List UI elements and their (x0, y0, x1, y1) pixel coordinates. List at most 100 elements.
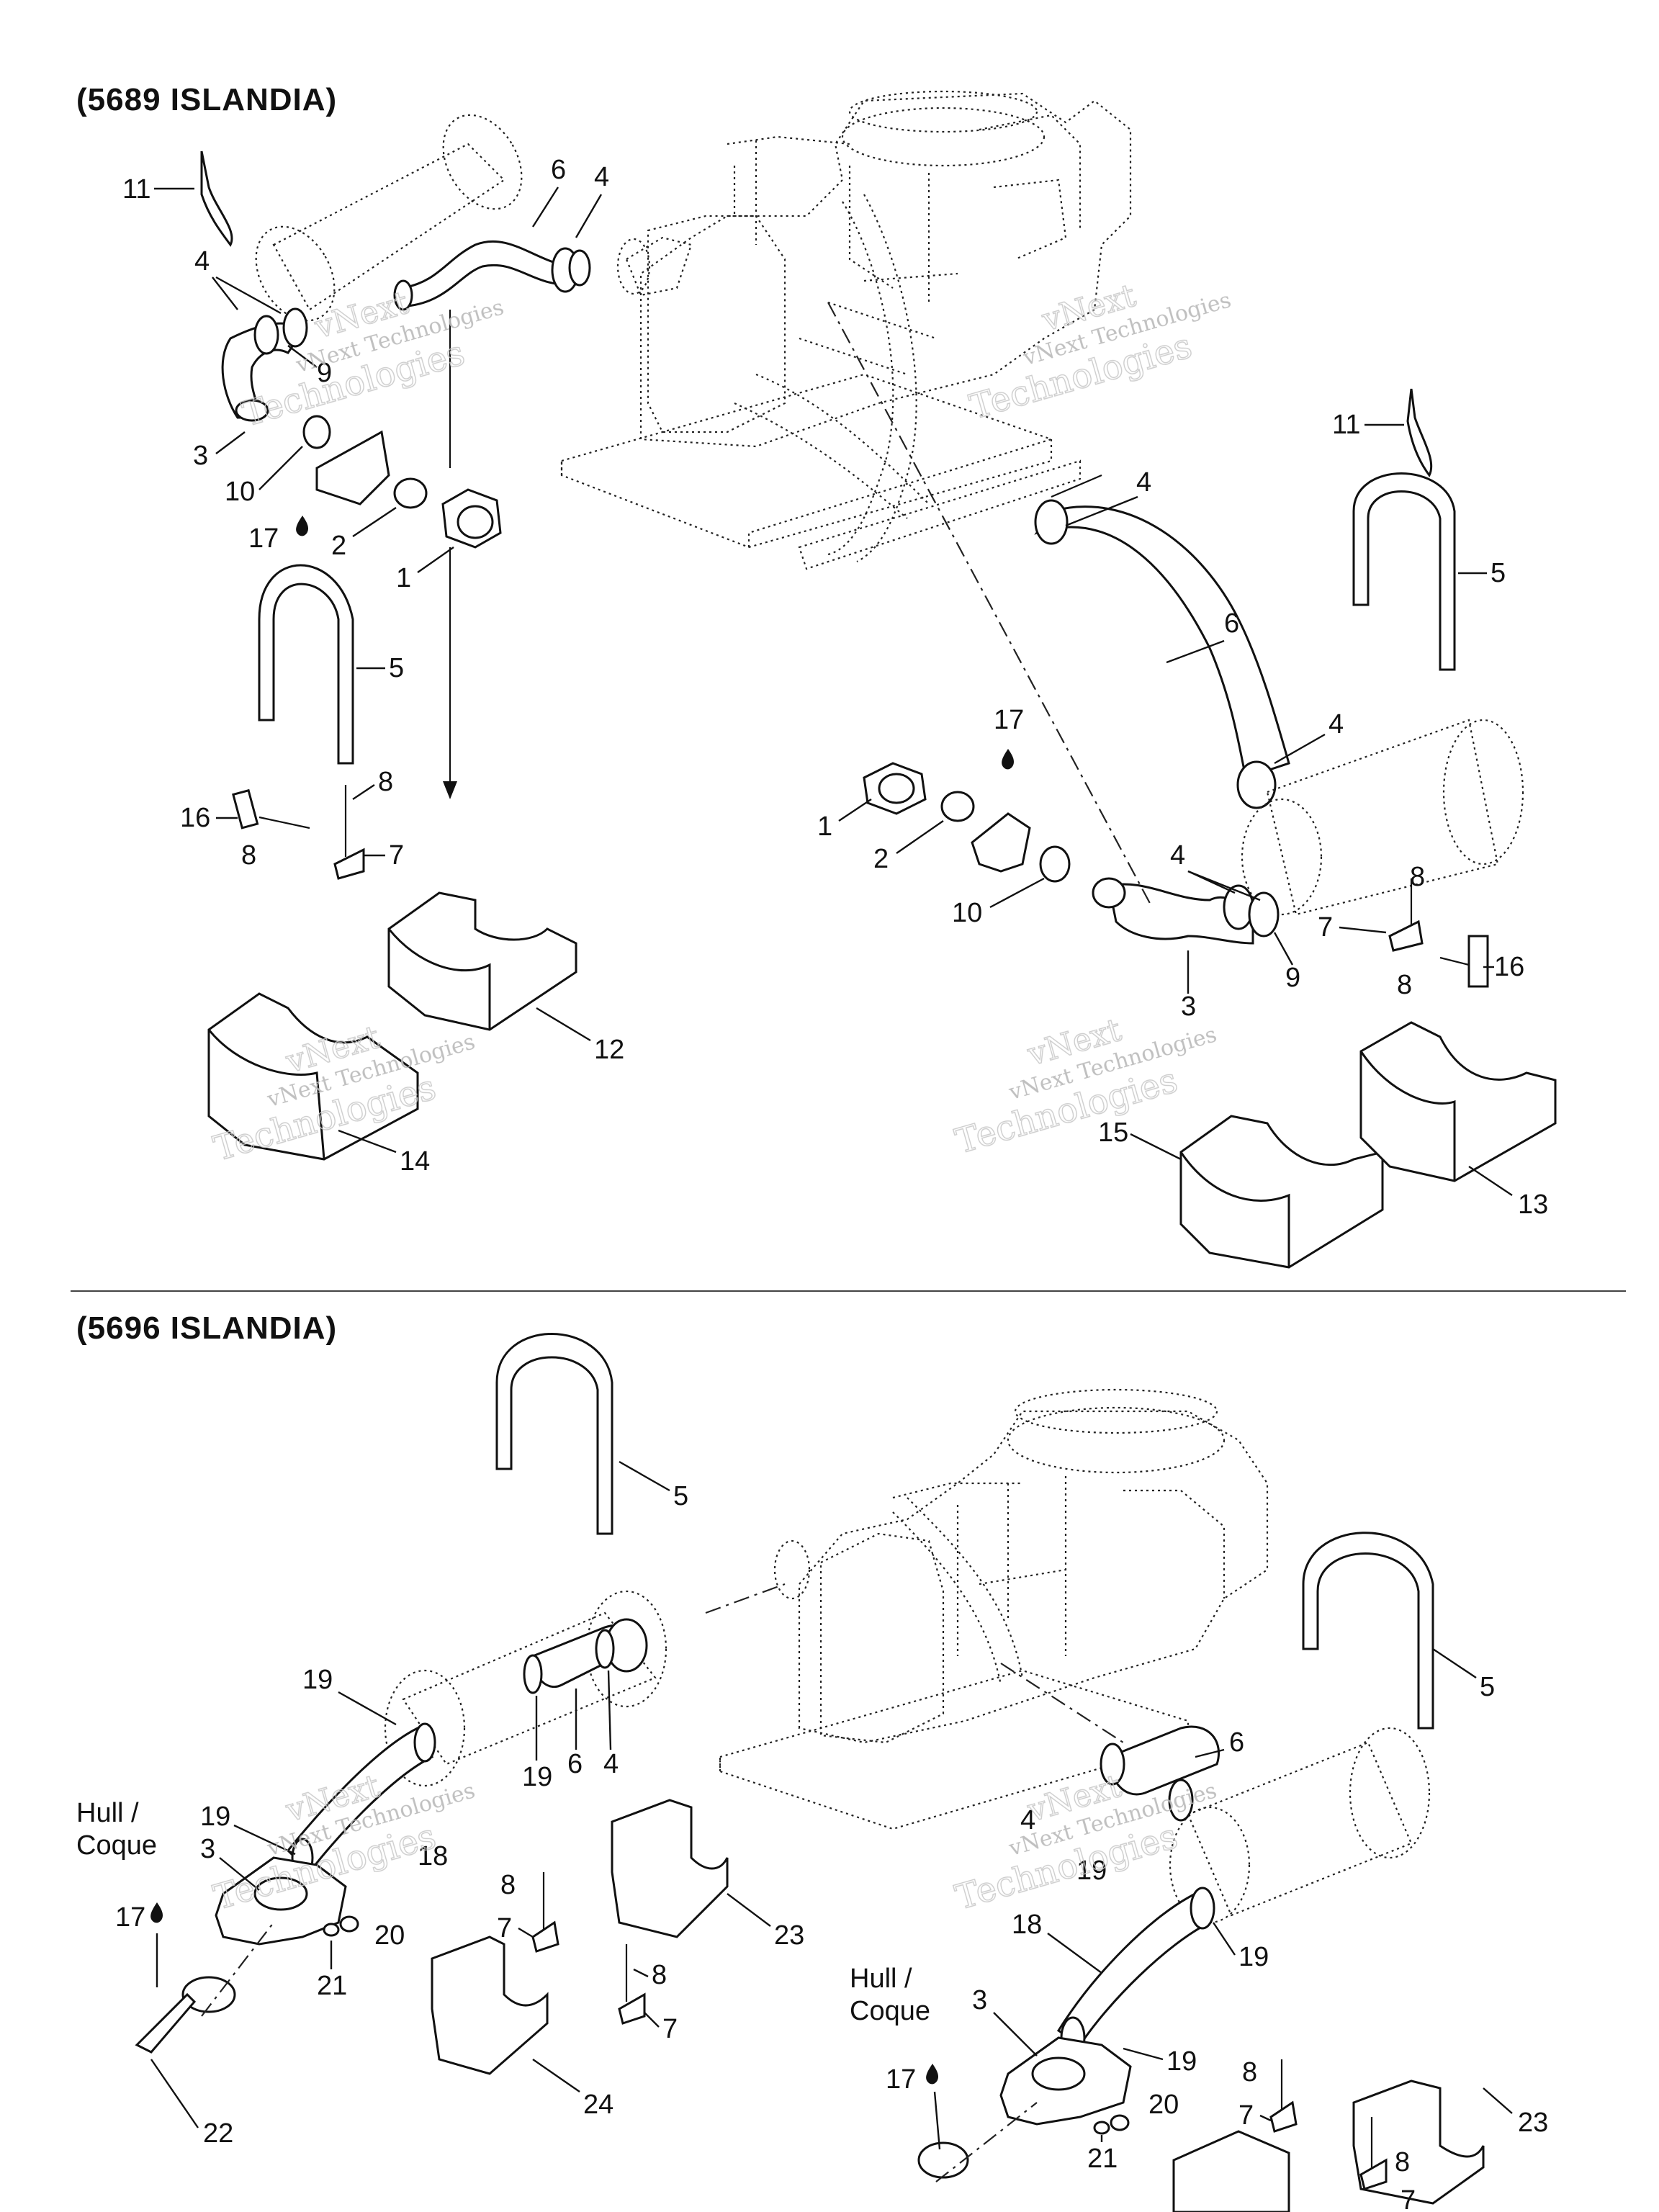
hardware-bottom-right (1269, 2059, 1388, 2190)
nut-1-top-left (441, 488, 502, 549)
section-title-5689: (5689 ISLANDIA) (76, 82, 338, 117)
callout-b-hull-a: Hull / (76, 1798, 139, 1828)
callouts-bottom: 5 19 19 6 4 19 Hull / Coque 3 18 17 20 2… (76, 1460, 1548, 2212)
callout-b-5-a: 5 (673, 1481, 688, 1511)
callout-9-a: 9 (317, 358, 332, 388)
callout-9-b: 9 (1285, 963, 1300, 993)
arrow-head-top (443, 781, 457, 799)
callout-6-a: 6 (551, 155, 566, 185)
callout-b-8-c: 8 (1242, 2057, 1257, 2087)
engine-top (560, 90, 1132, 570)
hose-6-top-left (402, 240, 577, 307)
callout-b-6-a: 6 (567, 1749, 583, 1779)
foam-block-12 (387, 891, 577, 1031)
watermarks: vNext vNext Technologies Technologies vN… (209, 276, 1234, 1918)
callout-b-7-c: 7 (1238, 2100, 1254, 2131)
hardware-bottom-left (531, 1872, 646, 2025)
callout-b-coque-a: Coque (76, 1830, 157, 1861)
nut-1-top-right (863, 762, 927, 815)
callout-14: 14 (400, 1146, 430, 1177)
callout-4-d: 4 (1328, 709, 1344, 739)
ring-10-top-left (302, 415, 331, 449)
clamp-9-top (253, 315, 279, 355)
callout-b-7-a: 7 (497, 1913, 512, 1943)
droplet-icon-4 (926, 2064, 938, 2085)
callout-b-19-c: 19 (200, 1802, 230, 1832)
washer-21-right (1093, 2121, 1110, 2135)
strap-5-top-left (258, 564, 354, 765)
callout-b-18-b: 18 (1012, 1910, 1042, 1940)
callout-10-b: 10 (952, 898, 982, 928)
callout-15: 15 (1098, 1118, 1128, 1148)
callout-b-8-d: 8 (1395, 2147, 1410, 2177)
fitting-3-top (235, 399, 269, 422)
clamp-19-bottom-right-a (1168, 1779, 1194, 1822)
callout-8-c: 8 (1410, 862, 1425, 892)
callout-8-a: 8 (241, 840, 256, 871)
plate-part-top-left (315, 430, 390, 505)
droplet-icon-2 (1002, 749, 1014, 770)
flange-3-opening-right (1031, 2056, 1086, 2091)
callout-b-24: 24 (583, 2090, 613, 2120)
callout-11-a: 11 (122, 174, 150, 204)
callout-4-a: 4 (594, 162, 609, 192)
callout-16-a: 16 (180, 803, 210, 833)
clamp-4-bottom-right-a (1100, 1743, 1125, 1786)
callout-17-b: 17 (994, 705, 1024, 735)
callout-b-7-d: 7 (1401, 2185, 1416, 2212)
callout-7-b: 7 (1318, 912, 1333, 943)
callout-b-5-b: 5 (1480, 1672, 1495, 1702)
callout-b-6-b: 6 (1229, 1727, 1244, 1758)
droplet-icon-3 (150, 1902, 163, 1923)
callout-b-7-b: 7 (662, 2014, 678, 2044)
callout-b-coque-b: Coque (850, 1996, 930, 2026)
muffler-top-left (255, 114, 523, 322)
callout-b-19-b: 19 (522, 1762, 552, 1792)
callout-b-3-b: 3 (972, 1985, 987, 2015)
ring-2-top-left (393, 477, 428, 509)
nut-20-right (1110, 2114, 1130, 2131)
droplet-icon (296, 516, 308, 536)
flange-3-opening-left (253, 1876, 308, 1911)
fitting-3-right (1092, 877, 1126, 909)
screw-22 (135, 1992, 197, 2054)
callout-b-21-a: 21 (317, 1971, 347, 2001)
hardware-top-left (232, 785, 365, 880)
callout-17-a: 17 (248, 523, 279, 554)
callout-3-a: 3 (193, 441, 208, 471)
callouts-top: 11 6 4 4 9 3 10 17 2 1 5 16 8 8 (122, 155, 1548, 1220)
callout-b-3-a: 3 (200, 1834, 215, 1864)
callout-10-a: 10 (225, 477, 255, 507)
clamp-19-bottom-b (413, 1722, 436, 1763)
ring-10-top-right (1039, 845, 1071, 883)
section-title-5696: (5696 ISLANDIA) (76, 1310, 338, 1346)
engine-bottom (719, 1388, 1269, 1830)
zip-tie-11-top-right (1406, 388, 1433, 477)
hose-6-top-right (1034, 505, 1290, 779)
ring-2-top-right (940, 791, 975, 822)
callout-7-a: 7 (389, 840, 404, 871)
callout-1-b: 1 (817, 811, 832, 842)
callout-4-c: 4 (1136, 467, 1151, 498)
callout-b-22: 22 (203, 2118, 233, 2149)
clamp-9-right (1248, 891, 1280, 938)
callout-b-19-f: 19 (1166, 2046, 1197, 2077)
callout-b-20-b: 20 (1148, 2090, 1179, 2120)
callout-b-18-a: 18 (418, 1841, 448, 1871)
callout-5-b: 5 (1491, 558, 1506, 588)
callout-3-b: 3 (1181, 992, 1196, 1022)
callout-16-b: 16 (1494, 952, 1524, 982)
callout-b-20-a: 20 (374, 1920, 405, 1951)
clamp-19-bottom-a (523, 1654, 543, 1694)
callout-b-8-a: 8 (500, 1870, 516, 1900)
muffler-top-right (1241, 719, 1524, 916)
hull-fitting-right (917, 2141, 969, 2179)
callout-b-17-a: 17 (115, 1902, 145, 1933)
strap-5-bottom-left (495, 1333, 613, 1535)
strap-5-bottom-right (1302, 1532, 1434, 1730)
callout-5-a: 5 (389, 653, 404, 683)
clamp-4-bottom-a (595, 1629, 615, 1669)
callout-b-21-b: 21 (1087, 2144, 1118, 2174)
callout-b-19-e: 19 (1238, 1942, 1269, 1972)
